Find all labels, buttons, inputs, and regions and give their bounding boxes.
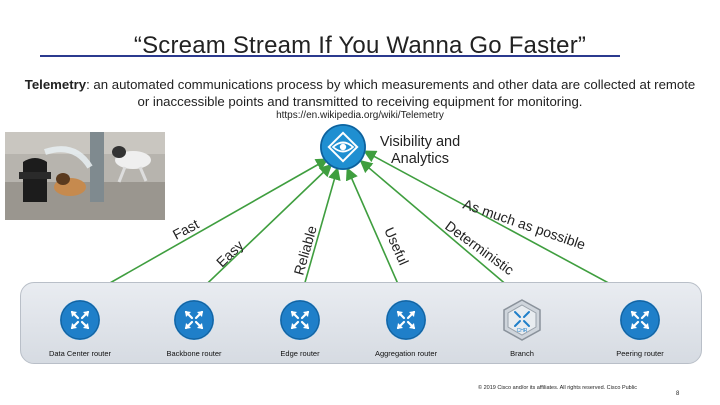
- label-useful: Useful: [381, 225, 412, 268]
- page-number: 8: [676, 391, 679, 397]
- label-easy: Easy: [213, 237, 247, 270]
- hexagon-router-icon[interactable]: CHR: [500, 298, 544, 342]
- router-label-aggregation: Aggregation router: [366, 349, 446, 359]
- router-label-branch: Branch: [477, 349, 567, 359]
- copyright-footer: © 2019 Cisco and/or its affiliates. All …: [478, 384, 658, 392]
- aggregation-router-icon[interactable]: [386, 300, 426, 340]
- label-fast: Fast: [170, 216, 202, 243]
- eye-icon: [320, 124, 366, 170]
- hub-label: Visibility and Analytics: [370, 134, 470, 168]
- label-reliable: Reliable: [291, 224, 320, 277]
- edge-router-icon[interactable]: [280, 300, 320, 340]
- router-label-backbone: Backbone router: [149, 349, 239, 359]
- label-deterministic: Deterministic: [442, 217, 517, 277]
- branch-icon-text: CHR: [517, 328, 528, 334]
- router-label-edge: Edge router: [255, 349, 345, 359]
- peering-router-icon[interactable]: [620, 300, 660, 340]
- data-center-router-icon[interactable]: [60, 300, 100, 340]
- router-label-data-center: Data Center router: [35, 349, 125, 359]
- backbone-router-icon[interactable]: [174, 300, 214, 340]
- router-label-peering: Peering router: [595, 349, 685, 359]
